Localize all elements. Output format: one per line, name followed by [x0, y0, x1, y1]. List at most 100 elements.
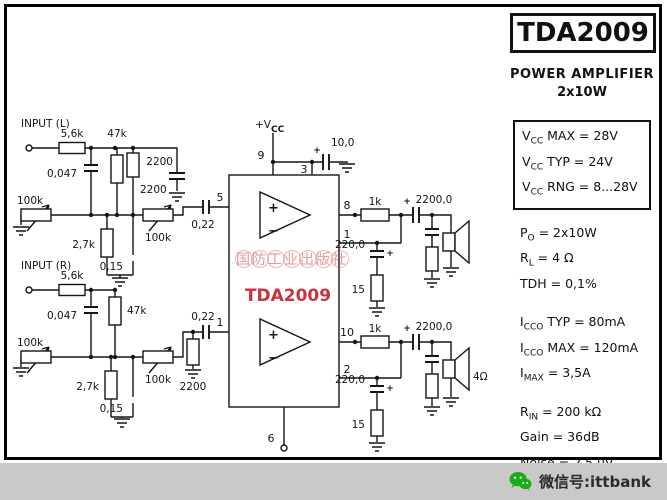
pin-1r-label: 1	[217, 316, 224, 329]
spec-panel: TDA2009 POWER AMPLIFIER 2x10W VCC MAX = …	[505, 9, 659, 500]
resistor-47k-l	[110, 154, 124, 184]
resistor-27k-r	[104, 370, 118, 400]
pin-5-label: 5	[217, 191, 224, 204]
spec-icco-typ: ICCO TYP = 80mA	[520, 314, 626, 333]
plus-fbcap-ch1: +	[386, 249, 394, 259]
wechat-icon	[509, 471, 532, 491]
watermark-text: 国防工业出版社	[236, 252, 348, 268]
chip-title-box: TDA2009	[510, 13, 656, 53]
pot-100k-l1	[20, 208, 52, 222]
label-022-r: 0,22	[191, 311, 214, 323]
label-speaker-impedance: 4Ω	[473, 371, 488, 383]
pin-9-label: 9	[258, 149, 265, 162]
label-2200f-ch1: 220,0	[335, 239, 365, 251]
outer-frame: 国防工业出版社 INPUT (L) 5,6k 47k 2200 0,047 10…	[4, 4, 662, 500]
resistor-1k-ch2	[360, 335, 390, 349]
label-2200-r: 2200	[180, 381, 207, 393]
label-22000-ch2: 2200,0	[416, 321, 453, 333]
input-l-terminal	[25, 144, 33, 152]
label-0047-l: 0,047	[47, 168, 77, 180]
output-spec-group: PO = 2x10W RL = 4 Ω TDH = 0,1%	[520, 223, 653, 300]
resistor-15-ch1	[370, 274, 384, 302]
label-56k-l: 5,6k	[61, 128, 85, 140]
resistor-2200-l	[126, 152, 140, 178]
label-1k-ch1: 1k	[369, 196, 383, 208]
label-56k-r: 5,6k	[61, 270, 85, 282]
opamp1-plus: +	[268, 201, 279, 216]
zobel-resistor-ch2	[425, 373, 439, 399]
plus-outcap-ch2: +	[403, 324, 411, 334]
label-input-r: INPUT (R)	[21, 260, 71, 272]
label-input-l: INPUT (L)	[21, 118, 70, 130]
label-47k-r: 47k	[127, 305, 147, 317]
label-015-l: 0,15	[100, 261, 123, 273]
pot-100k-l2	[142, 208, 174, 222]
opamp2-plus: +	[268, 328, 279, 343]
amplifier-power: 2x10W	[557, 85, 607, 100]
vcc-label: +V	[255, 119, 272, 131]
label-022-l: 0,22	[191, 219, 214, 231]
chip-title: TDA2009	[517, 18, 649, 48]
resistor-27k-l	[100, 228, 114, 258]
input-r-terminal	[25, 286, 33, 294]
label-47k-l: 47k	[107, 128, 127, 140]
spec-icco-max: ICCO MAX = 120mA	[520, 339, 639, 359]
pin-3-label: 3	[301, 163, 308, 176]
ground-symbols	[13, 163, 459, 452]
pin-10-label: 10	[340, 326, 354, 339]
label-1k-ch2: 1k	[369, 323, 383, 335]
spec-rl: RL = 4 Ω	[520, 250, 574, 269]
current-spec-group: ICCO TYP = 80mA ICCO MAX = 120mA IMAX = …	[520, 312, 653, 389]
label-2200f-ch2: 220,0	[335, 374, 365, 386]
opamp1-minus: −	[268, 224, 279, 239]
label-100-supply: 10,0	[331, 137, 354, 149]
vcc-sub-label: CC	[271, 125, 285, 135]
footer-bar: 微信号:ittbank	[0, 463, 667, 500]
label-22000-ch1: 2200,0	[416, 194, 453, 206]
publisher-watermark: 国防工业出版社	[235, 250, 349, 268]
label-15-ch2: 15	[352, 419, 365, 431]
plus-supply-cap: +	[313, 146, 321, 156]
resistor-2200-r	[186, 338, 200, 366]
label-27k-r: 2,7k	[76, 381, 100, 393]
label-pot1-r: 100k	[17, 337, 44, 349]
label-015-r: 0,15	[100, 403, 123, 415]
label-pot2-l: 100k	[145, 232, 172, 244]
resistor-15-ch2	[370, 409, 384, 437]
opamp2-triangle	[259, 317, 312, 367]
resistor-56k-l	[58, 141, 86, 155]
pin-2-label: 2	[344, 363, 351, 376]
label-2200-l: 2200	[140, 184, 167, 196]
pot-100k-r2	[142, 350, 174, 364]
label-pot2-r: 100k	[145, 374, 172, 386]
spec-vcc-typ: VCC TYP = 24V	[522, 153, 613, 173]
plus-outcap-ch1: +	[403, 197, 411, 207]
spec-imax: IMAX = 3,5A	[520, 365, 591, 384]
spec-gain: Gain = 36dB	[520, 429, 600, 444]
spec-rin: RIN = 200 kΩ	[520, 403, 602, 423]
label-15-ch1: 15	[352, 284, 365, 296]
pin6-terminal	[280, 444, 288, 452]
circuit-schematic: 国防工业出版社 INPUT (L) 5,6k 47k 2200 0,047 10…	[13, 118, 488, 452]
spec-tdh: TDH = 0,1%	[520, 275, 597, 291]
label-0047-r: 0,047	[47, 310, 77, 322]
pin-8-label: 8	[344, 199, 351, 212]
wechat-id: 微信号:ittbank	[539, 473, 651, 491]
opamp2-minus: −	[268, 351, 279, 366]
junction-dots	[88, 145, 435, 381]
opamp1-triangle	[259, 190, 312, 240]
resistor-56k-r	[58, 283, 86, 297]
vcc-spec-box: VCC MAX = 28V VCC TYP = 24V VCC RNG = 8.…	[513, 120, 651, 210]
label-27k-l: 2,7k	[72, 239, 96, 251]
capacitor-plates	[84, 154, 439, 393]
pin-1-label: 1	[344, 228, 351, 241]
amplifier-type: POWER AMPLIFIER	[509, 67, 655, 82]
spec-po: PO = 2x10W	[520, 224, 597, 244]
resistor-47k-r	[108, 296, 122, 326]
speaker-ch2	[442, 346, 470, 392]
pin-6-label: 6	[268, 432, 275, 445]
resistor-bodies	[20, 141, 439, 437]
label-cap2200-l: 2200	[146, 156, 173, 168]
spec-vcc-max: VCC MAX = 28V	[522, 128, 618, 147]
